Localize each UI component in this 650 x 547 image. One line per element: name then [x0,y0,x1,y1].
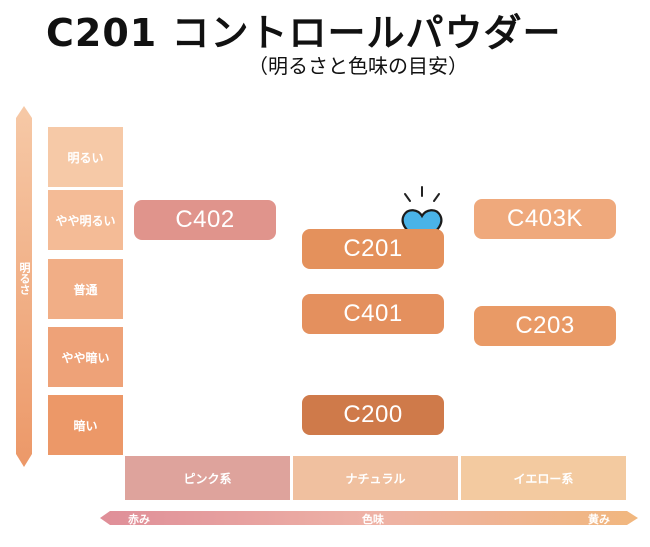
hue-right-label: 黄み [588,513,610,526]
shade-c201: C201 [302,229,444,269]
page-title: C201 コントロールパウダー [46,11,562,55]
level-normal: 普通 [48,259,123,319]
level-bright: 明るい [48,127,123,187]
hue-center-label: 色味 [362,513,384,526]
shade-c200: C200 [302,395,444,435]
category-pink: ピンク系 [125,456,290,500]
level-slightly-dark: やや暗い [48,327,123,387]
shade-c403k: C403K [474,199,616,239]
category-natural: ナチュラル [293,456,458,500]
shade-c203: C203 [474,306,616,346]
hue-axis-arrow [100,511,638,525]
category-yellow: イエロー系 [461,456,626,500]
level-dark: 暗い [48,395,123,455]
brightness-axis-label: 明るさ [18,262,31,295]
level-slightly-bright: やや明るい [48,190,123,250]
shade-c401: C401 [302,294,444,334]
brightness-axis-arrow [16,106,32,467]
page-subtitle: （明るさと色味の目安） [248,54,468,78]
shade-c402: C402 [134,200,276,240]
hue-left-label: 赤み [128,513,150,526]
